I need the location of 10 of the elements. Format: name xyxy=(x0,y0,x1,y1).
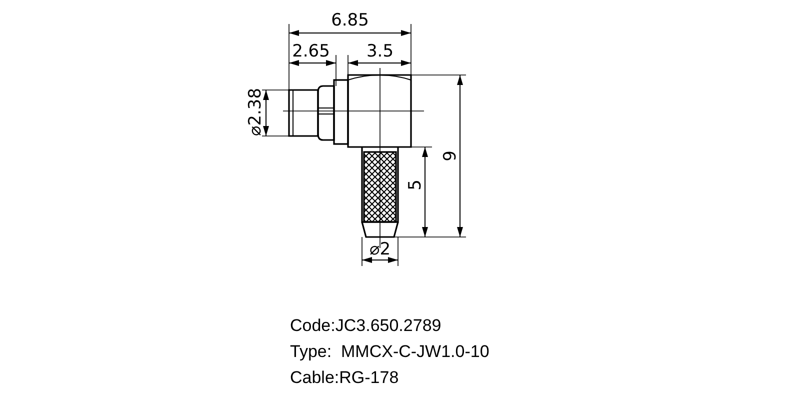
spec-text: Type: MMCX-C-JW1.0-10 xyxy=(290,343,490,360)
dimension-label: ⌀2 xyxy=(369,242,391,258)
dimension-label: 5 xyxy=(408,180,424,190)
spec-text: Cable:RG-178 xyxy=(290,369,399,386)
dimension-label: 2.65 xyxy=(292,44,330,60)
dimension-label: 6.85 xyxy=(331,12,369,30)
dimension-label: 3.5 xyxy=(366,44,394,60)
spec-text: Code:JC3.650.2789 xyxy=(290,317,442,334)
dimension-label: 9 xyxy=(442,150,460,162)
dimension-label: ⌀2.38 xyxy=(248,88,264,136)
